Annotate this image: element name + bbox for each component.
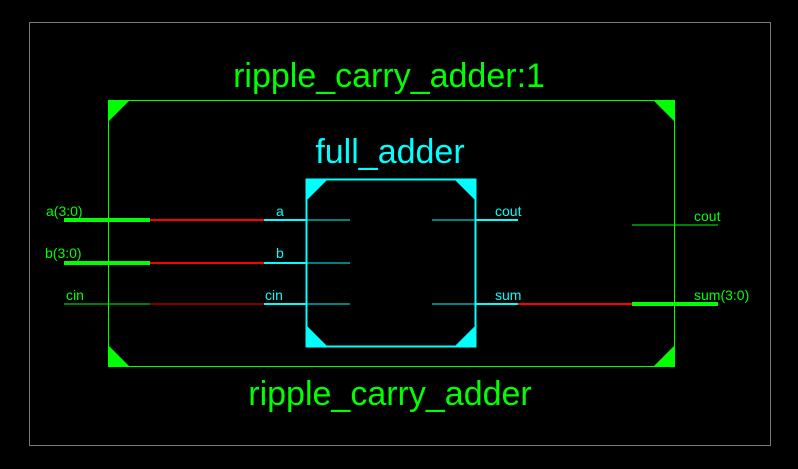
inner-port-label-cout: cout <box>495 203 522 219</box>
outer-module-corner-bl <box>109 346 129 366</box>
outer-port-label-sum: sum(3:0) <box>694 287 749 303</box>
outer-module-type-name: ripple_carry_adder <box>248 375 532 413</box>
outer-module-block[interactable] <box>108 100 675 367</box>
inner-module-corner-bl <box>307 326 327 346</box>
schematic-frame <box>29 22 771 446</box>
outer-port-label-b: b(3:0) <box>45 245 82 261</box>
inner-port-label-sum: sum <box>495 287 521 303</box>
inner-module-corner-tr <box>455 180 475 200</box>
outer-port-label-cin: cin <box>66 287 84 303</box>
outer-port-label-cout: cout <box>694 208 721 224</box>
inner-port-label-cin: cin <box>265 287 283 303</box>
inner-module-corner-br <box>455 326 475 346</box>
outer-port-label-a: a(3:0) <box>46 203 83 219</box>
outer-module-border <box>108 100 675 367</box>
inner-port-label-b: b <box>276 245 284 261</box>
outer-module-corner-tr <box>654 101 674 121</box>
inner-module-corner-tl <box>307 180 327 200</box>
inner-module-type-name: full_adder <box>315 133 464 171</box>
net-cout[interactable] <box>432 219 718 226</box>
outer-module-instance-name: ripple_carry_adder:1 <box>233 57 545 95</box>
inner-port-label-a: a <box>276 203 284 219</box>
outer-module-corner-br <box>654 346 674 366</box>
outer-module-corner-tl <box>109 101 129 121</box>
